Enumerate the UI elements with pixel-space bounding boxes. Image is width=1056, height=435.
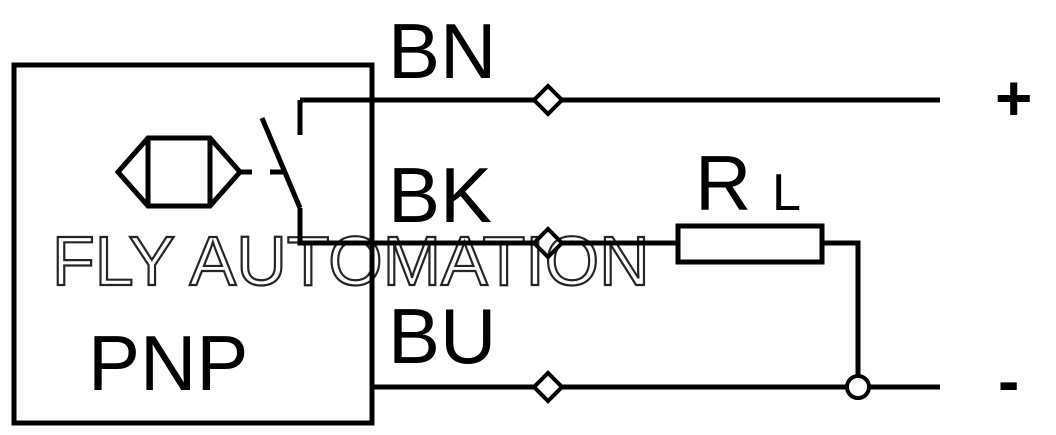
sensor-symbol-icon (114, 135, 252, 209)
label-load-sub: L (772, 164, 801, 222)
label-plus: + (995, 62, 1032, 134)
label-minus: - (998, 345, 1019, 417)
label-bu: BU (388, 292, 496, 380)
label-load-r: R (695, 139, 751, 227)
load-resistor (675, 223, 825, 265)
terminal-bk-icon (531, 226, 565, 260)
label-bn: BN (388, 7, 496, 95)
switch-contact-icon (259, 100, 303, 209)
terminal-bn-icon (531, 83, 565, 117)
label-pnp: PNP (88, 319, 248, 407)
junction-node-icon (845, 374, 871, 400)
watermark: FLY AUTOMATION (52, 222, 650, 300)
label-bk: BK (388, 151, 492, 239)
load-return-wire (822, 240, 861, 387)
terminal-bu-icon (531, 370, 565, 404)
